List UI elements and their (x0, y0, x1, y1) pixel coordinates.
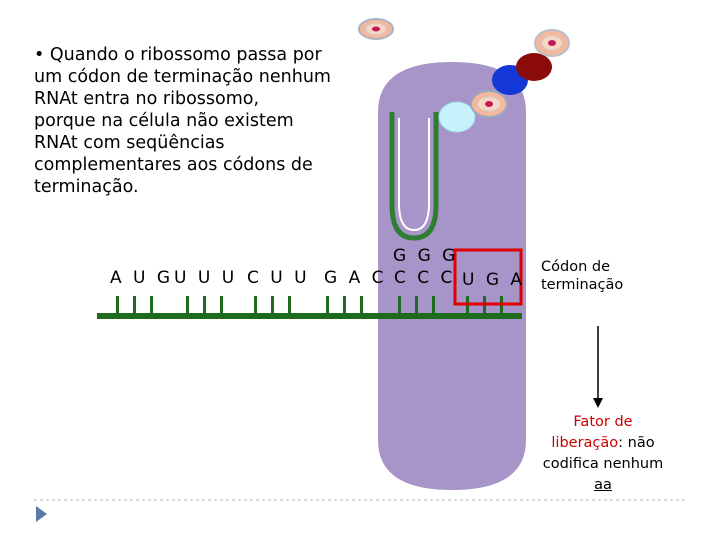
codon: G A C (324, 268, 387, 288)
mrna-backbone (97, 313, 522, 319)
codon: C C C (394, 268, 456, 288)
amino-acid-light-cyan (438, 101, 476, 133)
mrna-base-tick (220, 296, 223, 314)
text-line: • Quando o ribossomo passa por (34, 45, 322, 65)
mrna-base-tick (343, 296, 346, 314)
amino-acid-maroon (516, 53, 552, 81)
mrna-base-tick (415, 296, 418, 314)
mrna-base-tick (133, 296, 136, 314)
stop-codon-label-line: Códon de (541, 259, 610, 275)
mrna-base-tick (186, 296, 189, 314)
release-arrow-head (593, 398, 603, 408)
anticodon: G G G (393, 246, 459, 266)
codon-start: A U G (110, 268, 174, 288)
slide-nav-icon[interactable] (36, 506, 47, 522)
text-line: complementares aos códons de (34, 155, 313, 175)
mrna-base-tick (360, 296, 363, 314)
release-factor-rest: : não (618, 435, 655, 451)
text-line: RNAt entra no ribossomo, (34, 89, 260, 109)
release-factor-term: liberação (551, 435, 619, 451)
release-factor-title: Fator de (573, 414, 633, 430)
text-line: um códon de terminação nenhum (34, 67, 331, 87)
mrna-base-tick (398, 296, 401, 314)
codon-stop: U G A (462, 270, 526, 290)
text-line: terminação. (34, 177, 139, 197)
stop-codon-box (453, 248, 523, 306)
mrna-base-tick (432, 296, 435, 314)
mrna-base-tick (326, 296, 329, 314)
codon: C U U (247, 268, 310, 288)
release-factor-line: liberação: não (528, 433, 678, 454)
amino-acid-disc-right (534, 29, 570, 57)
mrna-base-tick (271, 296, 274, 314)
trna (389, 112, 439, 241)
amino-acid-disc-top (358, 18, 394, 40)
text-line: RNAt com seqüências (34, 133, 225, 153)
text-line: porque na célula não existem (34, 111, 294, 131)
mrna-base-tick (203, 296, 206, 314)
mrna-base-tick (288, 296, 291, 314)
release-factor-note: Fator de liberação: não codifica nenhum … (528, 412, 678, 496)
mrna-base-tick (254, 296, 257, 314)
trna-inner (398, 118, 430, 232)
ribosome (378, 62, 526, 490)
release-factor-aa: aa (594, 477, 612, 493)
explanation-text: • Quando o ribossomo passa por um códon … (34, 44, 364, 198)
mrna-base-tick (150, 296, 153, 314)
amino-acid-disc-middle (470, 90, 508, 118)
codon: U U U (174, 268, 238, 288)
stop-codon-label: Códon de terminação (541, 258, 623, 294)
release-factor-line: codifica nenhum (542, 456, 664, 472)
mrna-base-tick (116, 296, 119, 314)
stop-codon-label-line: terminação (541, 277, 624, 293)
